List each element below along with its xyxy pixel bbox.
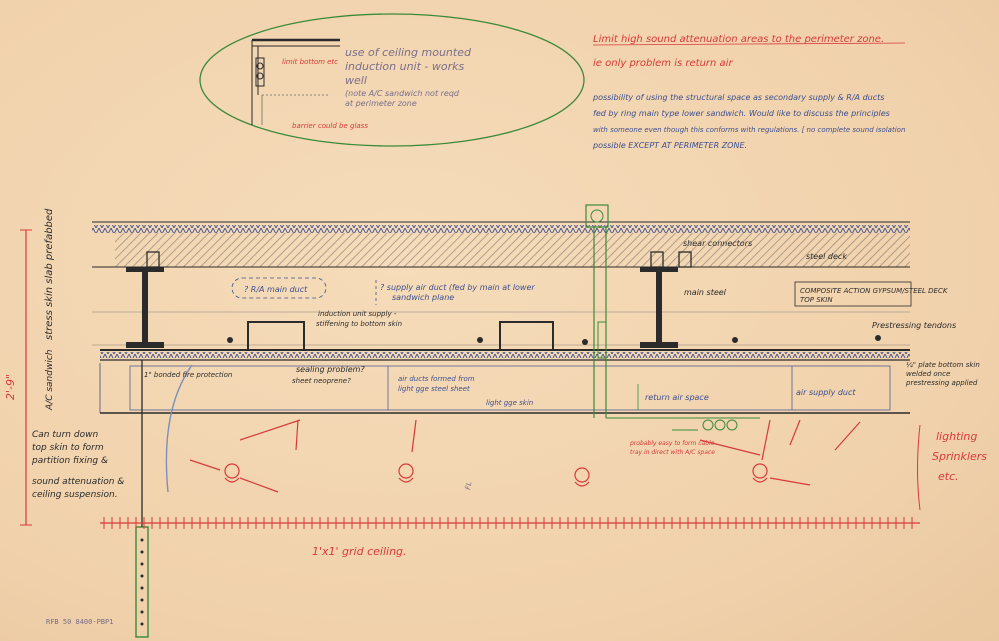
turn-down-5: ceiling suspension. — [32, 490, 118, 500]
oval-note-2: induction unit - works — [345, 60, 464, 73]
oval-red-label-top: limit bottom etc — [282, 58, 338, 66]
induction-unit-1 — [247, 321, 305, 350]
riser-top — [585, 204, 609, 228]
supply-duct-label-2: sandwich plane — [392, 293, 454, 302]
return-air-label: return air space — [645, 393, 709, 402]
steel-beam-right — [640, 267, 678, 272]
oval-note-4: (note A/C sandwich not reqd — [345, 89, 460, 98]
fire-protection-label: 1" bonded fire protection — [144, 371, 232, 379]
fl-label: FL — [464, 481, 473, 490]
stress-skin-label: stress skin slab prefabbed — [44, 208, 55, 340]
green-oval — [199, 13, 585, 147]
light-gge-label: light gge skin — [486, 399, 533, 407]
probably-label-1: probably easy to form cable — [629, 440, 715, 447]
oval-note-1: use of ceiling mounted — [345, 46, 472, 59]
prestressing-label: Prestressing tendons — [872, 321, 956, 330]
induction-label-2: stiffening to bottom skin — [316, 320, 402, 328]
blue-note-1: possibility of using the structural spac… — [592, 93, 884, 102]
turn-down-4: sound attenuation & — [32, 477, 124, 487]
structural-section — [92, 204, 912, 431]
sealing-label-2: sheet neoprene? — [292, 377, 351, 385]
steel-deck-label: steel deck — [806, 252, 847, 261]
bottom-skin-label-2: welded once — [906, 370, 950, 378]
induction-unit-2 — [499, 321, 554, 350]
ceiling-curve — [165, 364, 193, 493]
bottom-skin-label-3: prestressing applied — [905, 379, 978, 387]
air-ducts-label-2: light gge steel sheet — [398, 385, 470, 393]
lighting-label-3: etc. — [938, 470, 959, 483]
main-steel-label: main steel — [684, 288, 727, 297]
footer-code: RFB 50 8400-PBP1 — [46, 618, 113, 626]
lighting-label-2: Sprinklers — [932, 450, 987, 463]
supply-duct-label-1: ? supply air duct (fed by main at lower — [380, 283, 535, 292]
turn-down-2: top skin to form — [32, 443, 104, 453]
blue-note-4: possible EXCEPT AT PERIMETER ZONE. — [592, 141, 747, 150]
red-heading-2: ie only problem is return air — [593, 58, 733, 69]
bottom-skin-label-1: ¼" plate bottom skin — [906, 361, 980, 369]
air-supply-label: air supply duct — [796, 388, 856, 397]
blue-note-3: with someone even though this conforms w… — [593, 126, 905, 134]
concrete-topping — [115, 233, 910, 267]
probably-label-2: tray in direct with A/C space — [630, 449, 715, 456]
main-duct-label: ? R/A main duct — [244, 285, 308, 294]
turn-down-1: Can turn down — [32, 430, 98, 440]
lighting-label-1: lighting — [936, 430, 977, 443]
induction-label-1: induction unit supply - — [318, 310, 397, 318]
steel-beam-left — [126, 267, 164, 272]
ceiling-hanger — [135, 526, 149, 638]
blue-note-2: fed by ring main type lower sandwich. Wo… — [593, 109, 890, 118]
oval-note-5: at perimeter zone — [345, 99, 417, 108]
air-ducts-label-1: air ducts formed from — [398, 375, 475, 383]
composite-box — [794, 281, 912, 307]
composite-label-1: COMPOSITE ACTION GYPSUM/STEEL DECK — [800, 287, 949, 295]
oval-sketch: limit bottom etc barrier could be glass … — [199, 13, 585, 147]
light-fittings — [189, 419, 861, 493]
turn-down-3: partition fixing & — [31, 456, 108, 466]
shear-connectors-label: shear connectors — [683, 239, 752, 248]
sealing-label-1: sealing problem? — [296, 365, 365, 374]
composite-label-2: TOP SKIN — [800, 296, 833, 304]
oval-red-label-bottom: barrier could be glass — [292, 122, 368, 130]
sandwich-label: A/C sandwich — [45, 349, 55, 411]
dimension-label: 2'-9" — [4, 374, 17, 400]
grid-ceiling-label: 1'x1' grid ceiling. — [312, 545, 407, 558]
oval-note-3: well — [345, 74, 367, 87]
red-heading-1: Limit high sound attenuation areas to th… — [593, 34, 884, 45]
